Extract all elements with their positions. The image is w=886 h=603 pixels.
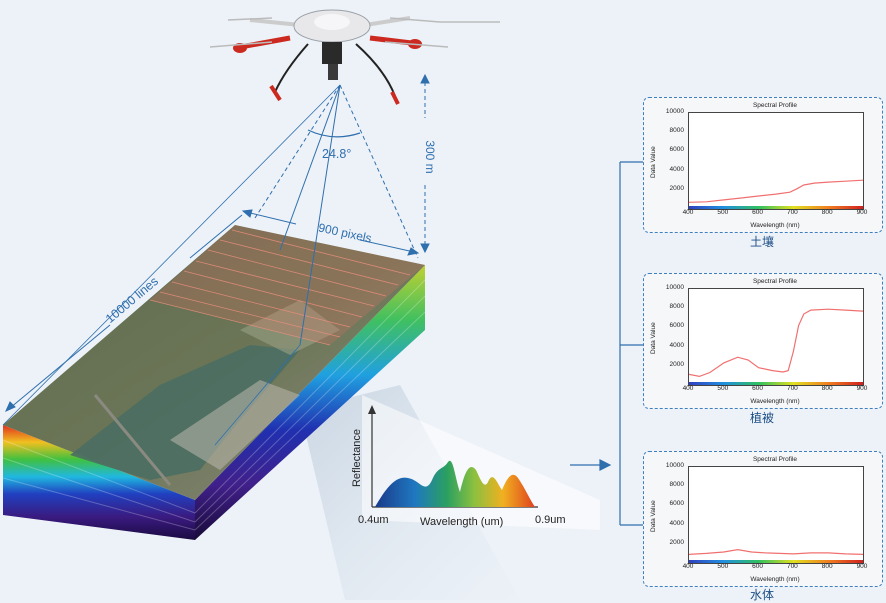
inset-x-start: 0.4um [358,514,389,526]
chart-xlabel: Wavelength (nm) [750,576,800,583]
chart-xlabel: Wavelength (nm) [750,398,800,405]
y-tick-label: 4000 [669,519,684,527]
drone [209,9,500,105]
chart-ylabel: Data Value [650,500,657,532]
x-tick-label: 900 [856,209,868,216]
y-tick-label: 10000 [665,284,684,291]
fov-arc [307,129,361,138]
cube-right-face [195,265,425,540]
x-tick-label: 400 [682,209,694,216]
y-tick-label: 10000 [665,462,684,469]
y-tick-label: 2000 [669,360,684,368]
chart-xlabel: Wavelength (nm) [750,222,800,229]
x-tick-label: 600 [752,563,764,570]
spectral-line [688,179,864,203]
y-tick-label: 2000 [669,184,684,192]
altitude-label: 300 m [423,140,437,174]
chart-ylabel: Data Value [650,146,657,178]
y-tick-label: 6000 [669,146,684,154]
x-tick-label: 900 [856,385,868,392]
chart-title: Spectral Profile [752,102,798,109]
x-tick-label: 800 [821,385,833,392]
spectral-line [688,308,864,378]
x-tick-label: 500 [717,385,729,392]
y-tick-label: 10000 [665,108,684,115]
panel-caption: 水体 [749,588,774,602]
fov-angle-label: 24.8° [322,147,352,161]
x-tick-label: 800 [821,563,833,570]
y-tick-label: 4000 [669,165,684,173]
x-tick-label: 600 [752,385,764,392]
panel-caption: 土壤 [749,235,774,249]
x-tick-label: 700 [786,209,798,216]
y-tick-label: 4000 [669,341,684,349]
y-tick-label: 8000 [669,481,684,489]
inset-ylabel: Reflectance [351,428,363,488]
chart-ylabel: Data Value [650,322,657,354]
y-tick-label: 6000 [669,500,684,508]
x-tick-label: 900 [856,563,868,570]
x-tick-label: 600 [752,209,764,216]
x-tick-label: 700 [786,563,798,570]
y-tick-label: 8000 [669,303,684,311]
wavelength-color-bar [689,382,863,385]
lines-dimension [5,214,243,412]
x-tick-label: 500 [717,209,729,216]
plot-svg [688,548,864,563]
inset-xlabel: Wavelength (um) [420,516,504,528]
x-tick-label: 400 [682,385,694,392]
x-tick-label: 800 [821,209,833,216]
inset-x-end: 0.9um [535,514,566,526]
spectral-line [688,548,864,555]
swath-dimension [241,209,420,256]
y-tick-label: 6000 [669,322,684,330]
y-tick-label: 2000 [669,538,684,546]
spectrum-curve [375,460,535,507]
spectrum-inset [368,405,538,508]
panel-caption: 植被 [749,411,774,425]
x-tick-label: 700 [786,385,798,392]
plot-svg [688,308,864,385]
cube-front-face [3,425,195,540]
plot-area [688,466,864,564]
plot-svg [688,179,864,209]
x-tick-label: 400 [682,563,694,570]
plot-area [688,288,864,386]
x-tick-label: 500 [717,563,729,570]
panel-bracket [570,161,643,526]
wavelength-color-bar [689,206,863,209]
chart-title: Spectral Profile [752,278,798,285]
chart-title: Spectral Profile [752,456,798,463]
y-tick-label: 8000 [669,127,684,135]
wavelength-color-bar [689,560,863,563]
plot-area [688,112,864,210]
altitude-dimension [420,73,430,254]
